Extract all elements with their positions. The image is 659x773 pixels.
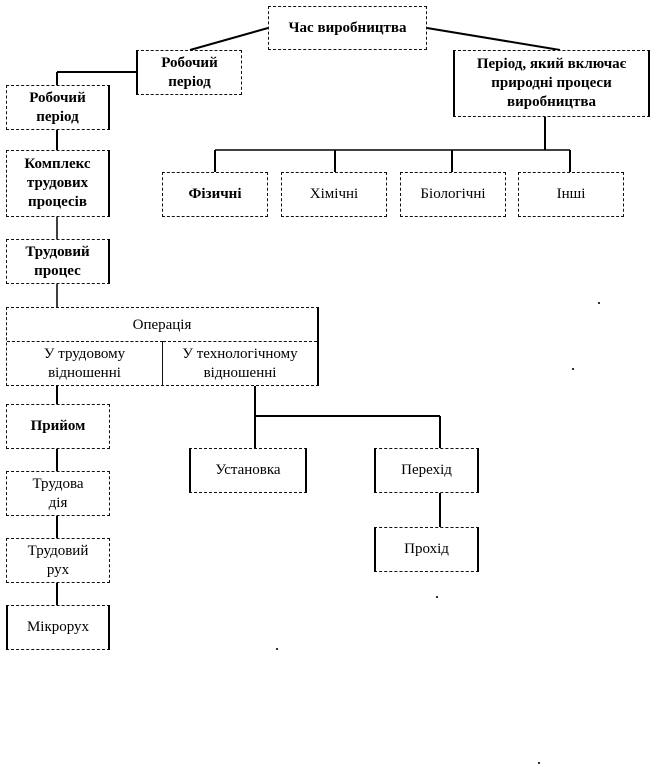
scan-speck xyxy=(538,762,540,764)
work-process-complex-box: Комплекс трудових процесів xyxy=(6,150,110,217)
scan-speck xyxy=(276,648,278,650)
work-action-box: Трудова дія xyxy=(6,471,110,516)
natural-period-box: Період, який включає природні процеси ви… xyxy=(453,50,650,117)
process-box-biological: Біологічні xyxy=(400,172,506,217)
pass-box: Прохід xyxy=(374,527,479,572)
transition-box: Перехід xyxy=(374,448,479,493)
working-period-box: Робочий період xyxy=(6,85,110,130)
micro-movement-box: Мікрорух xyxy=(6,605,110,650)
operation-technological-aspect: У технологічному відношенні xyxy=(163,341,317,386)
working-period-top-box: Робочий період xyxy=(136,50,242,95)
connector-root-working xyxy=(189,27,269,51)
work-movement-box: Трудовий рух xyxy=(6,538,110,583)
process-box-others: Інші xyxy=(518,172,624,217)
root-box-production-time: Час виробництва xyxy=(268,6,427,50)
connector-root-natural xyxy=(426,27,561,51)
process-box-chemical: Хімічні xyxy=(281,172,387,217)
work-process-box: Трудовий процес xyxy=(6,239,110,284)
operation-labor-aspect: У трудовому відношенні xyxy=(7,341,163,386)
reception-box: Прийом xyxy=(6,404,110,449)
scan-speck xyxy=(436,596,438,598)
operation-box: Операція У трудовому відношенні У технол… xyxy=(6,307,319,386)
setup-box: Установка xyxy=(189,448,307,493)
scan-speck xyxy=(598,302,600,304)
operation-title: Операція xyxy=(132,317,192,333)
process-box-physical: Фізичні xyxy=(162,172,268,217)
scan-speck xyxy=(572,368,574,370)
